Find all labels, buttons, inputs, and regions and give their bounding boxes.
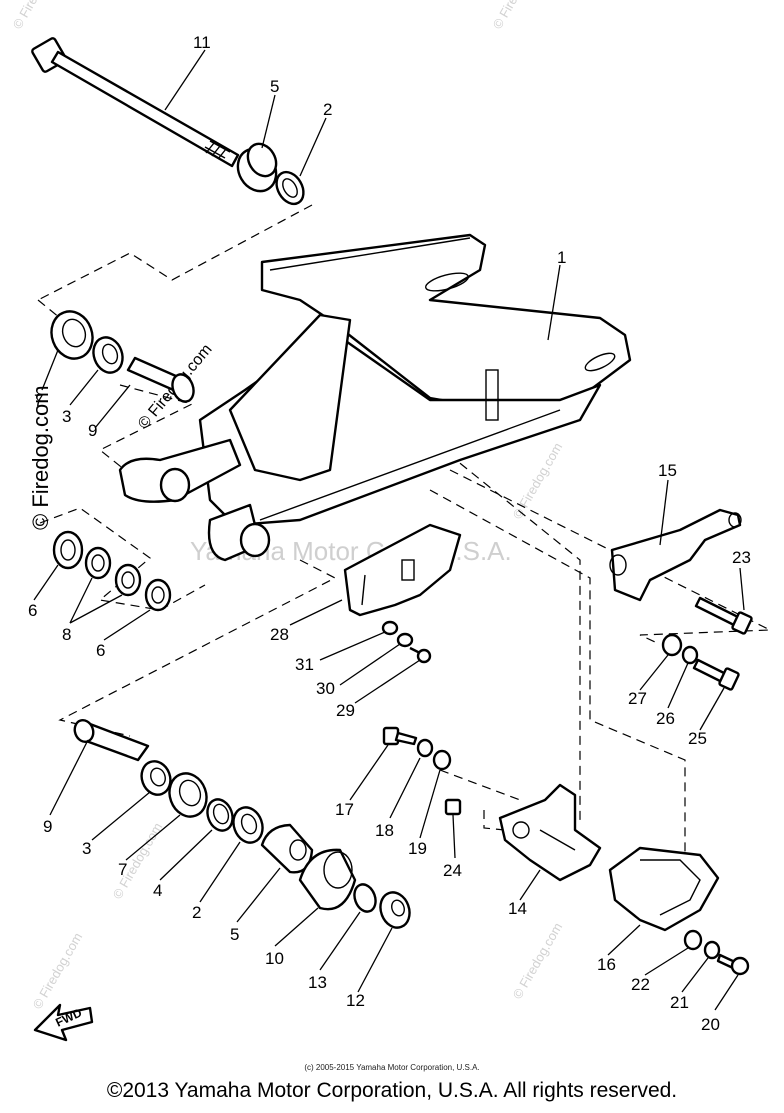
callout-12: 12 [346,991,365,1010]
oil-seal-7-upper [50,310,94,360]
watermark-corner: © Firedog.com [490,0,546,32]
washer-31 [381,620,399,636]
bolt-20 [716,953,750,976]
callout-13: 13 [308,973,327,992]
callout-2: 2 [323,100,332,119]
collar-9-upper [126,356,195,403]
callout-11: 11 [193,33,211,52]
bearing-3-lower [140,760,172,796]
bolt-25 [692,658,740,691]
washer-19 [432,749,452,771]
callout-22: 22 [631,975,650,994]
circlip-13 [353,883,377,913]
chain-case-16 [608,846,720,932]
callout-5: 5 [230,925,239,944]
callout-6: 6 [96,641,105,660]
bearing-6-right [144,578,172,612]
chain-guide-28 [343,523,462,617]
washer-30 [396,632,414,648]
callout-24: 24 [443,861,462,880]
nut-12 [379,891,411,929]
watermark-corner: © Firedog.com [510,920,566,1002]
oil-seal-7-lower [168,772,208,818]
copyright-notice: ©2013 Yamaha Motor Corporation, U.S.A. A… [106,1079,678,1102]
watermark-corner: © Firedog.com [10,0,66,32]
callout-14: 14 [508,899,527,918]
callout-7: 7 [34,391,43,410]
washer-26 [681,645,699,665]
callout-10: 10 [265,949,284,968]
callout-20: 20 [701,1015,720,1034]
bracket-14 [498,783,602,882]
callout-18: 18 [375,821,394,840]
spacer-8-a [84,546,112,580]
seal-2-top [275,170,305,206]
watermark-corner: © Firedog.com [30,930,86,1012]
callout-26: 26 [656,709,675,728]
callout-31: 31 [295,655,314,674]
callout-15: 15 [658,461,677,480]
washer-27 [661,633,683,657]
callout-30: 30 [316,679,335,698]
seal-2-lower [232,806,264,844]
callout-21: 21 [670,993,689,1012]
fwd-arrow: FWD [33,1003,94,1042]
callout-9: 9 [43,817,52,836]
collar-5-top [236,142,278,193]
bolt-23 [694,596,753,635]
callout-8: 8 [62,625,71,644]
bearing-3-upper [92,336,124,374]
callout-27: 27 [628,689,647,708]
collar-9-lower [73,719,150,762]
watermark-side: © Firedog.com [28,385,53,530]
spacer-8-b [114,563,142,597]
screw-29 [409,646,432,664]
callout-7: 7 [118,860,127,879]
circlip-4 [206,798,234,832]
callout-2: 2 [192,903,201,922]
watermark-corner: © Firedog.com [510,440,566,522]
callout-layer: 11 5 2 1 7 3 9 6 8 6 15 23 28 31 30 29 2… [28,33,751,1034]
callout-1: 1 [557,248,566,267]
callout-3: 3 [62,407,71,426]
washer-18 [416,738,434,758]
callout-28: 28 [270,625,289,644]
callout-5: 5 [270,77,279,96]
callout-3: 3 [82,839,91,858]
callout-23: 23 [732,548,751,567]
bearing-6-left [52,530,84,570]
nut-24 [444,798,462,816]
callout-6: 6 [28,601,37,620]
callout-4: 4 [153,881,162,900]
washer-22 [683,929,703,951]
callout-19: 19 [408,839,427,858]
callout-17: 17 [335,800,354,819]
leader-lines [33,49,745,1011]
callout-9: 9 [88,421,97,440]
copyright-small: (c) 2005-2015 Yamaha Motor Corporation, … [304,1063,480,1072]
callout-29: 29 [336,701,355,720]
cap-10 [298,848,357,911]
swingarm-1 [118,233,632,562]
washer-21 [703,940,721,960]
collar-5-lower [260,823,314,874]
bolt-17 [382,726,418,746]
pivot-shaft-11 [31,37,240,168]
bracket-15 [609,508,742,602]
callout-25: 25 [688,729,707,748]
callout-16: 16 [597,955,616,974]
